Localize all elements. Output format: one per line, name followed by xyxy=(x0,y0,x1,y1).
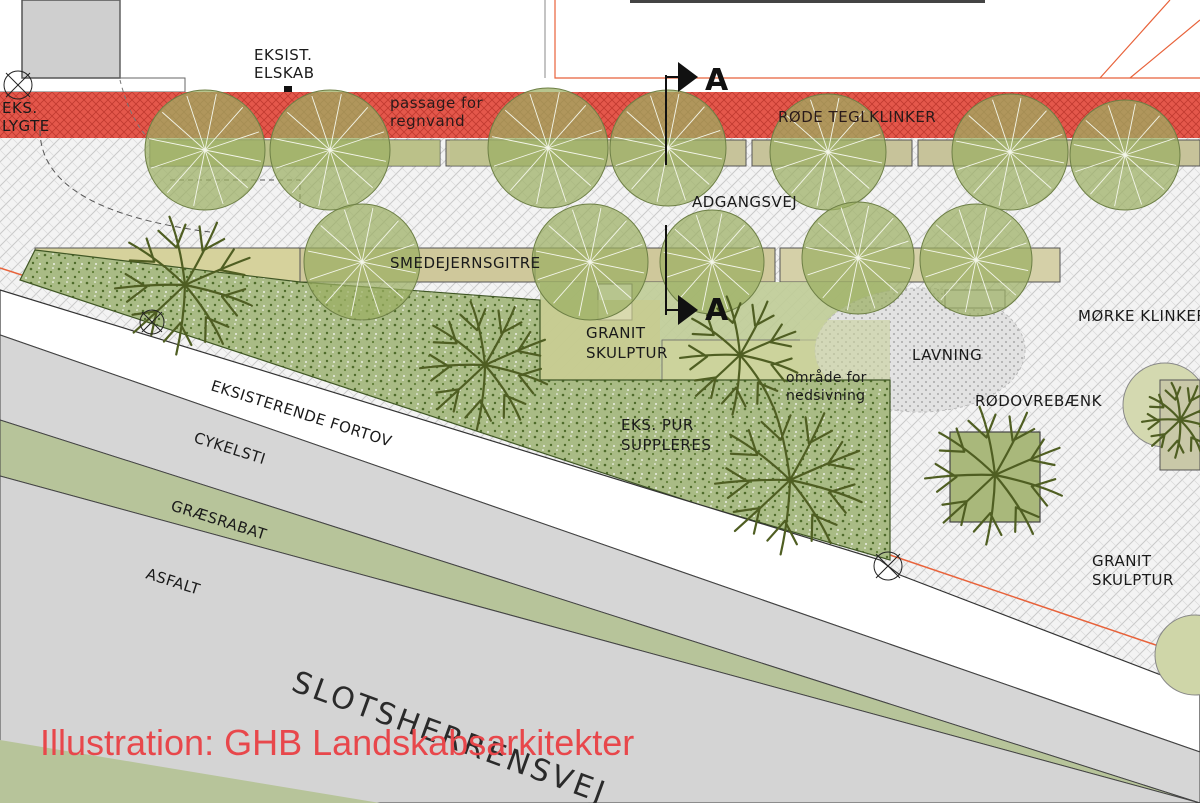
tree-canopy-icon xyxy=(609,89,727,207)
label-granit-1: GRANIT xyxy=(586,324,646,342)
label-smedejernsgitre: SMEDEJERNSGITRE xyxy=(390,254,541,272)
cycle-path xyxy=(0,334,1200,803)
tree-canopy-icon xyxy=(801,201,915,315)
credit-watermark: Illustration: GHB Landskabsarkitekter xyxy=(40,722,634,763)
deciduous-tree-icon xyxy=(113,215,253,356)
label-eks-pur: EKS. PUR xyxy=(621,416,694,434)
tree-canopy-icon xyxy=(1069,99,1181,211)
tree-canopy-icon xyxy=(951,93,1069,211)
deciduous-tree-icon xyxy=(713,405,863,556)
deciduous-tree-icon xyxy=(1140,381,1200,459)
label-rode-teglklinker: RØDE TEGLKLINKER xyxy=(778,108,936,126)
label-nedsivning: nedsivning xyxy=(786,388,865,404)
street-lamp-icon xyxy=(139,309,165,335)
deciduous-trees xyxy=(113,215,1200,556)
label-eksist: EKSIST. xyxy=(254,46,312,64)
sidewalk xyxy=(0,289,1200,753)
label-skulptur-1: SKULPTUR xyxy=(586,344,668,362)
label-regnvand: regnvand xyxy=(390,112,465,130)
label-adgangsvej: ADGANGSVEJ xyxy=(692,193,797,211)
tree-canopy-icon xyxy=(919,203,1033,317)
deciduous-tree-icon xyxy=(678,295,799,416)
section-arrow-icon xyxy=(665,62,698,325)
label-lygte: LYGTE xyxy=(2,117,50,135)
deciduous-tree-icon xyxy=(418,300,549,431)
label-skulptur-2: SKULPTUR xyxy=(1092,571,1174,589)
label-suppleres: SUPPLERES xyxy=(621,436,711,454)
label-lavning: LAVNING xyxy=(912,346,982,364)
tree-canopies xyxy=(144,87,1181,321)
building-block xyxy=(21,0,121,79)
street-lamp-icon xyxy=(3,70,33,100)
section-marker-top: A xyxy=(705,63,729,98)
section-marker-bottom: A xyxy=(705,293,729,328)
label-omrade: område for xyxy=(786,369,867,386)
label-morke-klinker: MØRKE KLINKER xyxy=(1078,307,1200,325)
label-granit-2: GRANIT xyxy=(1092,552,1152,570)
label-passage: passage for xyxy=(390,94,484,112)
tree-canopy-icon xyxy=(269,89,391,211)
tree-canopy-icon xyxy=(769,93,887,211)
tree-canopy-icon xyxy=(487,87,609,209)
deciduous-tree-icon xyxy=(923,405,1063,546)
label-elskab: ELSKAB xyxy=(254,64,314,82)
street-lamp-icon xyxy=(873,551,903,581)
tree-canopy-icon xyxy=(303,203,421,321)
tree-canopy-icon xyxy=(531,203,649,321)
tree-canopy-icon xyxy=(659,209,765,315)
label-eks: EKS. xyxy=(2,99,38,117)
asphalt-road xyxy=(0,475,1200,803)
label-rodovrebaenk: RØDOVREBÆNK xyxy=(975,392,1103,410)
tree-canopy-icon xyxy=(144,89,266,211)
